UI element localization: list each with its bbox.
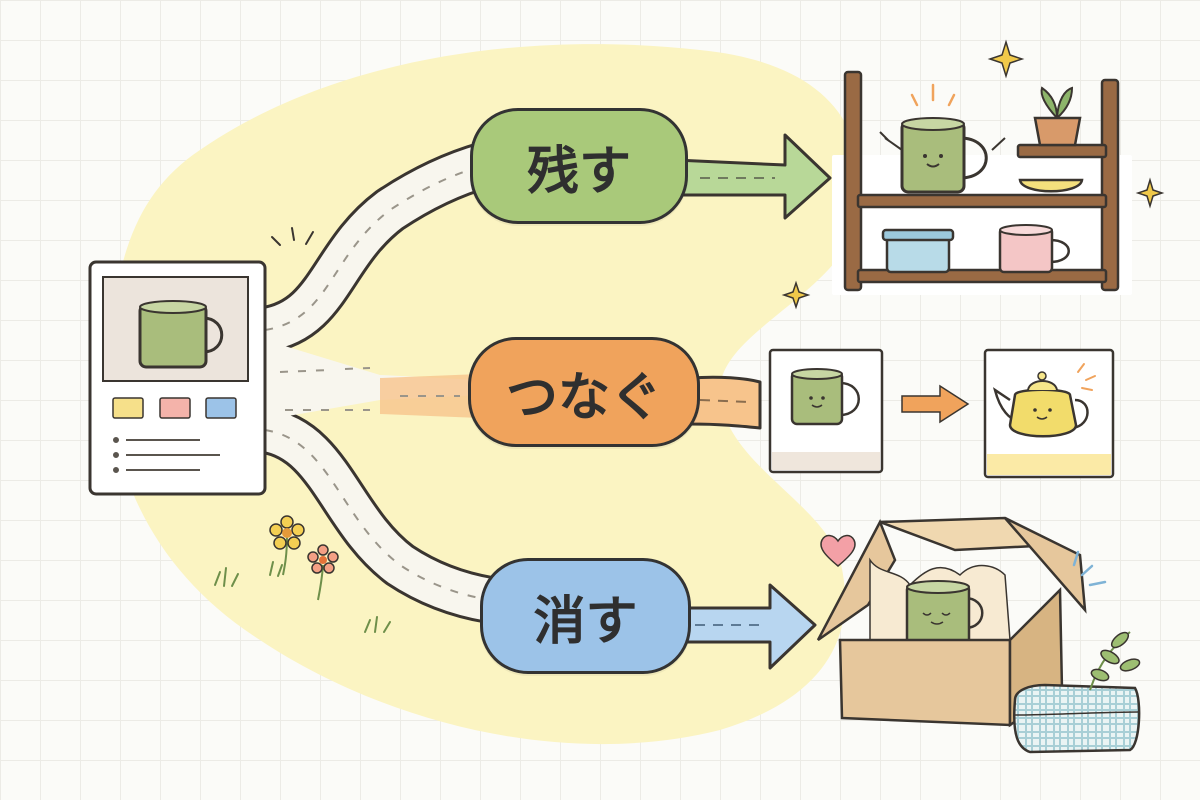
sleeping-mug-icon: [905, 580, 984, 647]
branch-keep-label: 残す: [470, 108, 688, 224]
arrow-delete: [678, 583, 817, 670]
heart-icon: [820, 534, 856, 567]
after-card: [983, 348, 1115, 479]
product-card-icon: [88, 260, 267, 496]
branch-link-label: つなぐ: [468, 337, 700, 447]
grass-icon: [214, 561, 391, 633]
before-card: [768, 348, 884, 474]
plant-icon: [1089, 631, 1141, 691]
pink-pot-icon: [998, 224, 1070, 274]
branch-roads: [241, 141, 514, 624]
sparkle-icon: [781, 39, 1165, 310]
flower-icon: [269, 515, 339, 601]
attention-marks: [271, 227, 314, 246]
cardboard-box-icon: [816, 516, 1107, 728]
towel-icon: [1013, 683, 1141, 754]
shelf-icon: [832, 70, 1132, 295]
bowl-icon: [1018, 178, 1084, 193]
swatch-yellow: [112, 397, 144, 419]
arrow-keep: [673, 133, 832, 220]
happy-mug-icon: [879, 83, 1006, 194]
road-link: [265, 340, 480, 420]
plant-pot-icon: [1033, 86, 1082, 147]
small-arrow-link: [901, 384, 970, 424]
branch-delete-label: 消す: [480, 558, 691, 674]
swatch-pink: [159, 397, 191, 419]
mug-icon: [138, 300, 224, 369]
arrow-link: [688, 375, 762, 430]
swatch-blue: [205, 397, 237, 419]
container-icon: [881, 228, 955, 274]
teapot-icon: [993, 371, 1089, 438]
road-link-band: [380, 374, 480, 418]
